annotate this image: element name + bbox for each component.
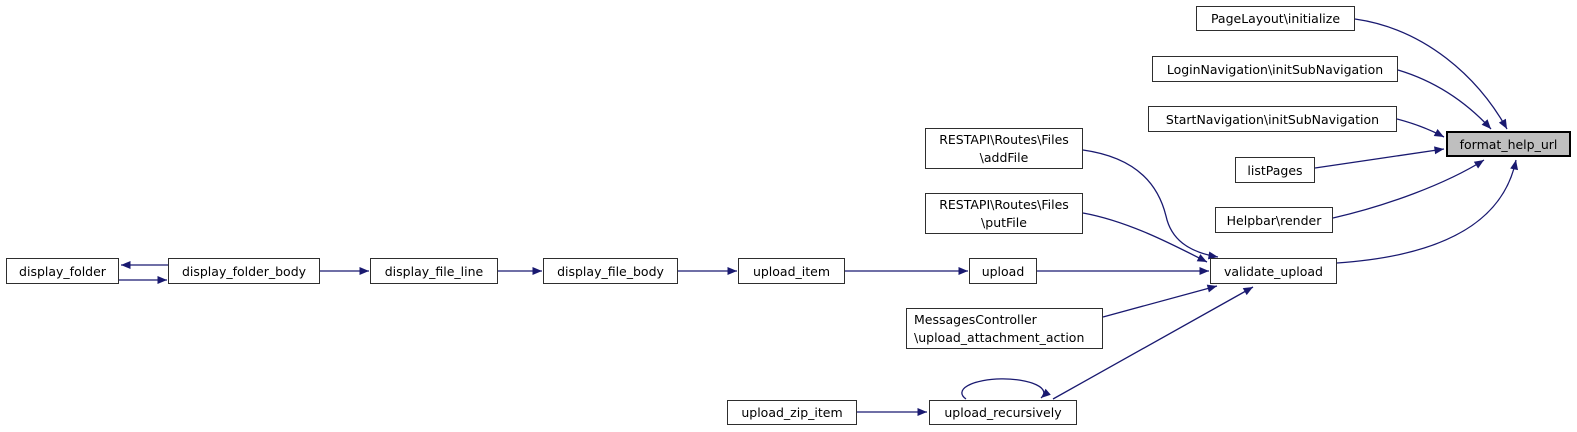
edge-messages_controller-to-validate_upload [1102,284,1218,318]
node-label: upload [981,263,1025,279]
node-display-file-body[interactable]: display_file_body [543,258,678,284]
node-display-folder-body[interactable]: display_folder_body [168,258,320,284]
node-label: validate_upload [1223,263,1323,279]
node-label-line2: \upload_attachment_action [914,329,1085,345]
node-restapi-putfile[interactable]: RESTAPI\Routes\Files \putFile [925,193,1083,234]
node-display-file-line[interactable]: display_file_line [370,258,498,284]
edge-loginnavigation_initsubnavigation-to-format_help_url [1397,69,1492,130]
node-listpages[interactable]: listPages [1235,157,1315,183]
edge-validate_upload-to-format_help_url [1336,159,1519,264]
edge-helpbar_render-to-format_help_url [1332,159,1485,219]
node-label-line2: \addFile [979,149,1029,165]
node-label-line1: MessagesController [914,311,1037,327]
node-label-line1: RESTAPI\Routes\Files [939,131,1069,147]
node-pagelayout-initialize[interactable]: PageLayout\initialize [1196,6,1355,31]
node-label-line2: \putFile [981,214,1027,230]
node-startnavigation-initsubnavigation[interactable]: StartNavigation\initSubNavigation [1148,106,1397,132]
edge-upload_recursively-to-validate_upload [1052,286,1254,400]
node-label: PageLayout\initialize [1210,11,1341,26]
node-label: upload_recursively [944,405,1062,420]
node-label: Helpbar\render [1226,212,1322,228]
node-label: StartNavigation\initSubNavigation [1165,111,1380,127]
node-restapi-addfile[interactable]: RESTAPI\Routes\Files \addFile [925,128,1083,169]
edge-upload_recursively-self-loop [961,378,1051,400]
node-label: display_folder_body [181,263,307,279]
node-label-line1: RESTAPI\Routes\Files [939,196,1069,212]
node-messages-controller-upload-attachment-action[interactable]: MessagesController \upload_attachment_ac… [906,308,1103,349]
edge-listpages-to-format_help_url [1314,146,1445,169]
node-helpbar-render[interactable]: Helpbar\render [1215,207,1333,233]
node-validate-upload[interactable]: validate_upload [1210,258,1337,284]
node-label: display_folder [19,263,106,279]
edge-startnavigation_initsubnavigation-to-format_help_url [1396,118,1445,138]
edge-restapi_addfile-to-validate_upload [1082,149,1219,260]
node-display-folder[interactable]: display_folder [6,258,119,284]
node-label: upload_item [752,263,831,279]
node-upload-item[interactable]: upload_item [738,258,845,284]
node-label: display_file_body [557,263,664,279]
node-upload-zip-item[interactable]: upload_zip_item [727,400,857,425]
node-label: LoginNavigation\initSubNavigation [1166,61,1384,77]
node-label: upload_zip_item [741,405,843,420]
node-upload-recursively[interactable]: upload_recursively [929,400,1077,425]
node-loginnavigation-initsubnavigation[interactable]: LoginNavigation\initSubNavigation [1152,56,1398,82]
node-label: listPages [1247,162,1303,178]
edge-pagelayout_initialize-to-format_help_url [1354,18,1508,130]
node-label: display_file_line [384,263,484,279]
edge-restapi_putfile-to-validate_upload [1082,212,1208,263]
node-label: format_help_url [1459,136,1558,152]
node-upload[interactable]: upload [969,258,1037,284]
node-format-help-url: format_help_url [1446,131,1571,157]
